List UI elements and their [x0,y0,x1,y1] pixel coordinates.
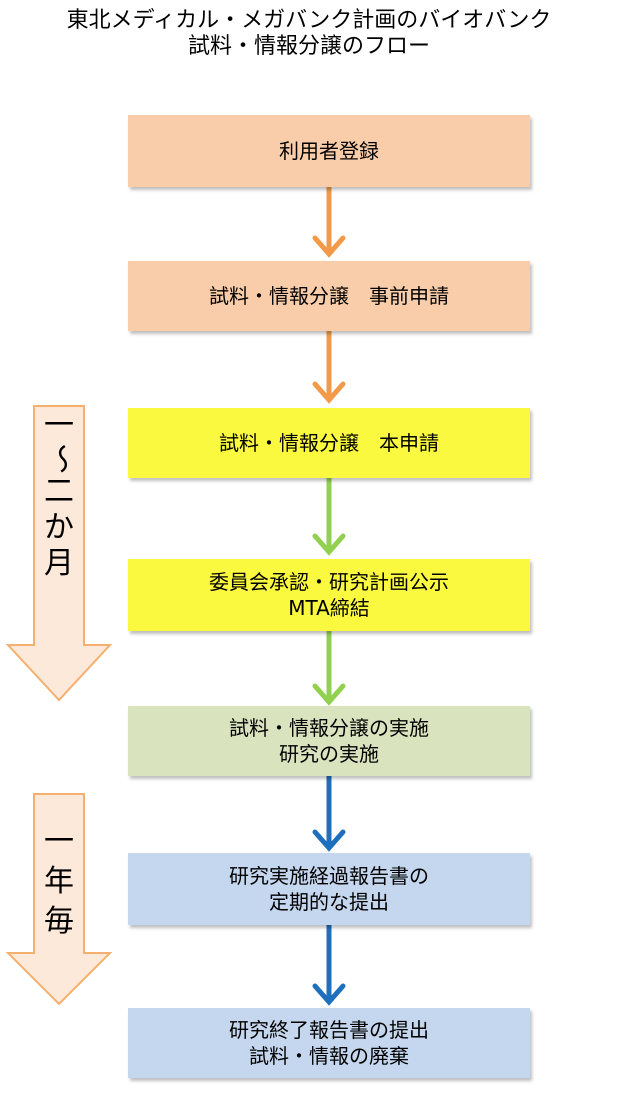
step-3-line-1: 試料・情報分譲 本申請 [219,431,439,455]
period1-char-1: 〜 [42,444,77,474]
period-arrow-1 [5,405,113,702]
step-distribution-research: 試料・情報分譲の実施 研究の実施 [128,706,530,776]
connector-arrow-6 [312,922,346,1006]
diagram-title: 東北メディカル・メガバンク計画のバイオバンク 試料・情報分譲のフロー [0,8,618,60]
step-progress-report: 研究実施経過報告書の 定期的な提出 [128,853,530,925]
step-7-line-2: 試料・情報の廃棄 [249,1044,409,1068]
title-line-1: 東北メディカル・メガバンク計画のバイオバンク [66,8,552,33]
period-arrow-2 [5,793,113,1006]
period2-char-2: 毎 [44,904,74,939]
step-committee-approval: 委員会承認・研究計画公示 MTA締結 [128,559,530,631]
step-6-line-2: 定期的な提出 [269,890,389,914]
connector-arrow-4 [312,628,346,706]
step-5-line-2: 研究の実施 [279,742,379,766]
step-4-line-1: 委員会承認・研究計画公示 [209,570,449,594]
step-pre-application: 試料・情報分譲 事前申請 [128,261,530,331]
period1-char-2: 二 [44,474,74,509]
period2-char-1: 年 [44,864,74,899]
period1-char-3: か [44,510,74,545]
step-2-line-1: 試料・情報分譲 事前申請 [209,284,449,308]
connector-arrow-1 [312,184,346,258]
connector-arrow-5 [312,773,346,852]
connector-arrow-3 [312,475,346,556]
step-5-line-1: 試料・情報分譲の実施 [229,716,429,740]
step-main-application: 試料・情報分譲 本申請 [128,408,530,478]
step-1-line-1: 利用者登録 [279,139,379,163]
title-line-2: 試料・情報分譲のフロー [187,34,430,59]
step-final-report: 研究終了報告書の提出 試料・情報の廃棄 [128,1008,530,1078]
period2-char-0: 一 [44,824,74,859]
step-7-line-1: 研究終了報告書の提出 [229,1018,429,1042]
connector-arrow-2 [312,327,346,404]
period-label-2: 一 年 毎 [40,822,78,942]
step-4-line-2: MTA締結 [288,596,370,620]
period1-char-0: 一 [44,408,74,443]
period1-char-4: 月 [44,546,74,581]
step-user-registration: 利用者登録 [128,115,530,187]
period-label-1: 一 〜 二 か 月 [40,408,78,582]
step-6-line-1: 研究実施経過報告書の [229,864,429,888]
